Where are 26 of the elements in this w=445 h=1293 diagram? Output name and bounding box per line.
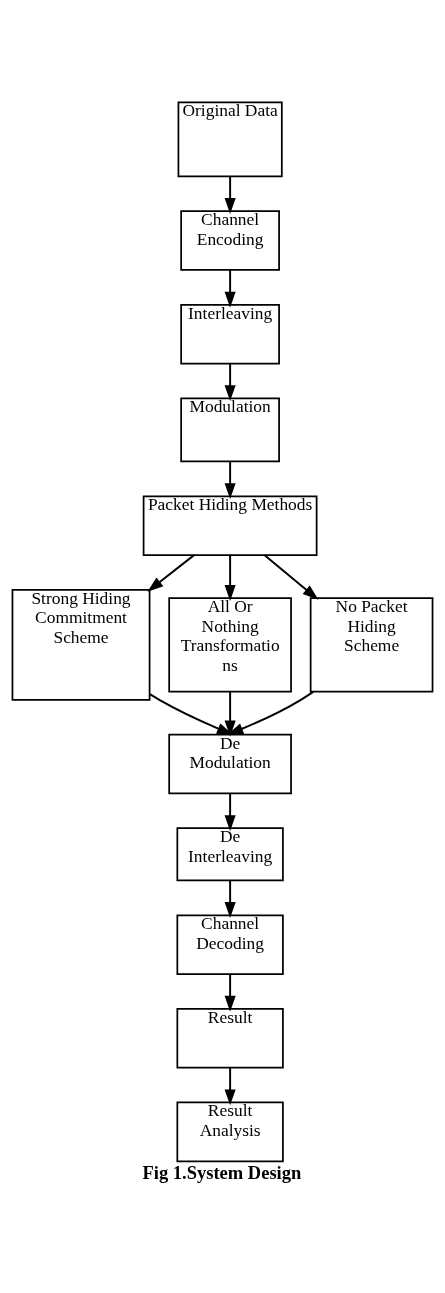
arrow [224,792,236,832]
node-box: De Modulation [168,733,292,795]
node-box: Interleaving [180,303,280,365]
arrow [224,1066,236,1106]
node-box: Original Data [177,101,283,178]
arrow [263,554,319,600]
arrow [224,460,236,500]
node-box: All Or Nothing Transformatio ns [168,597,292,693]
node-box: Modulation [180,397,280,463]
arrow [224,879,236,919]
node-box: Channel Decoding [176,914,284,975]
caption: Fig 1.System Design [142,1163,302,1184]
node-box: Channel Encoding [180,210,280,271]
arrow [224,362,236,402]
node-box: Result Analysis [176,1101,284,1163]
arrow [224,554,236,601]
arrow [224,269,236,308]
node-box: Strong Hiding Commitment Scheme [11,589,151,701]
arrow [224,175,236,215]
node-box: Result [176,1008,284,1069]
arrow [227,690,315,735]
arrow [224,973,236,1012]
node-box: Packet Hiding Methods [142,495,318,556]
node-box: No Packet Hiding Scheme [309,597,434,693]
arrow [147,554,195,592]
node-box: De Interleaving [176,827,284,882]
